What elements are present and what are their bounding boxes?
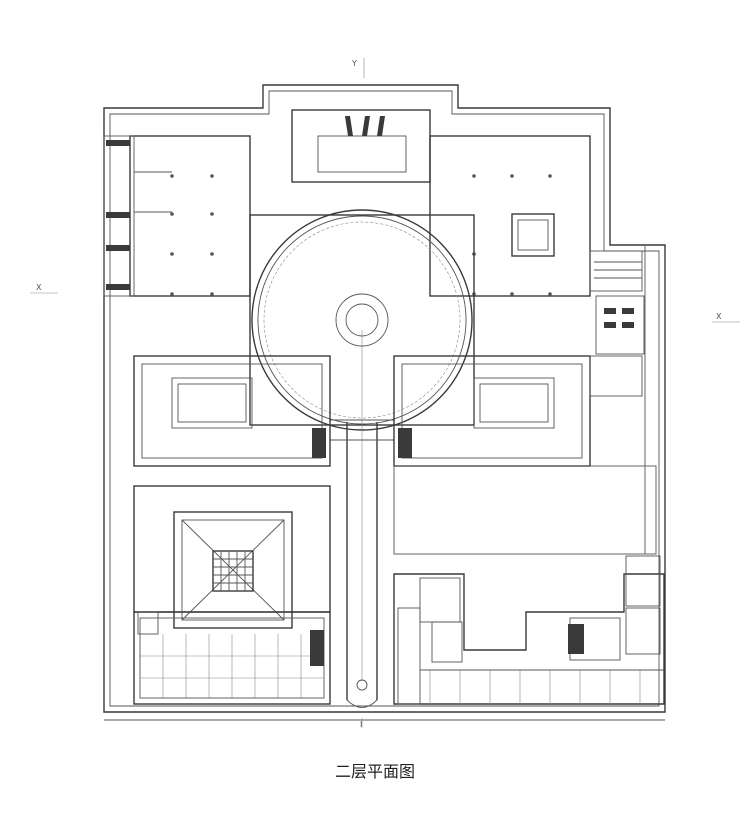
right-bottom-wing — [393, 555, 665, 705]
column-grid — [170, 174, 552, 296]
outer-wall — [103, 84, 666, 721]
left-wing-hall — [103, 135, 251, 297]
column — [170, 292, 174, 296]
south-corridor — [330, 330, 394, 708]
right-wing-hall — [429, 135, 645, 355]
axis-marker-top: Y — [351, 59, 357, 68]
right-office-block — [393, 355, 643, 467]
column — [548, 292, 552, 296]
column — [210, 174, 214, 178]
column — [210, 212, 214, 216]
column — [510, 292, 514, 296]
column — [548, 174, 552, 178]
left-bottom-rooms — [133, 611, 331, 705]
column — [170, 252, 174, 256]
axis-marker-left: X — [36, 283, 42, 292]
column — [472, 174, 476, 178]
column — [210, 252, 214, 256]
axis-marker-right: X — [716, 312, 722, 321]
drawing-caption: 二层平面图 — [334, 762, 415, 781]
axis-marker-bottom: I — [360, 720, 362, 729]
axis-markers: X X Y I — [30, 58, 740, 730]
left-office-block — [133, 355, 331, 467]
caption-background — [88, 728, 718, 833]
pyramid-hall — [133, 485, 331, 629]
column — [170, 174, 174, 178]
north-entrance-block — [291, 109, 431, 183]
column — [170, 212, 174, 216]
column — [210, 292, 214, 296]
column — [510, 174, 514, 178]
right-lower-area — [393, 245, 657, 555]
